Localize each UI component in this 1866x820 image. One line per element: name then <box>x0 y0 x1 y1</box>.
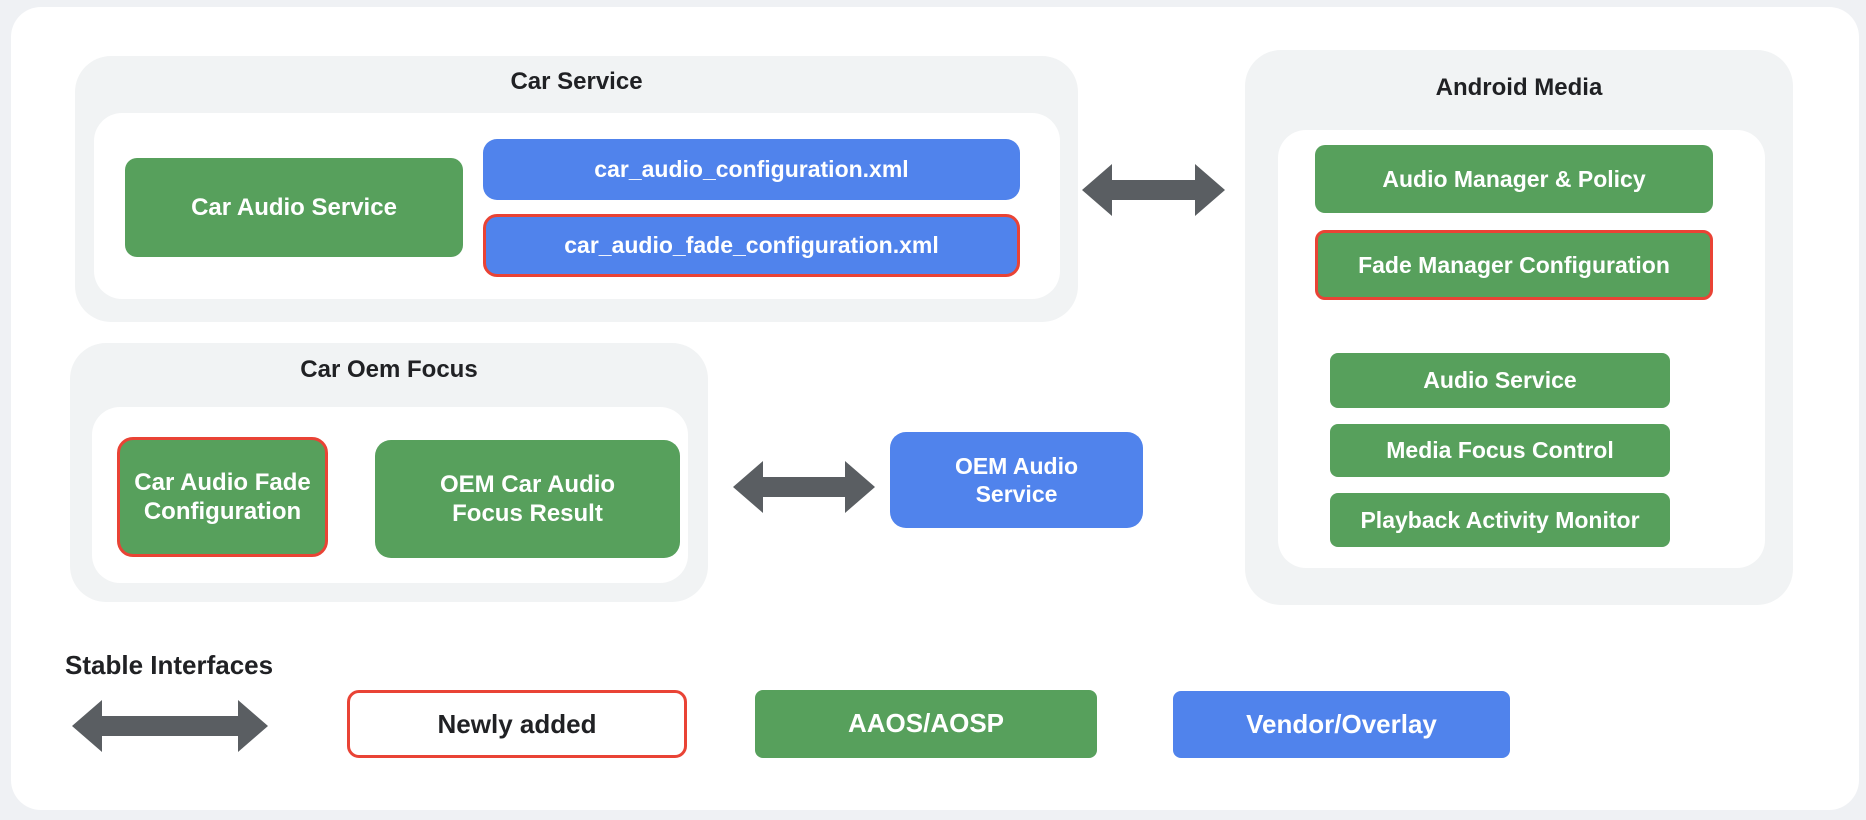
double-arrow-icon <box>1082 164 1225 216</box>
fade-manager-configuration-box: Fade Manager Configuration <box>1315 230 1713 300</box>
car-audio-fade-configuration-xml-box: car_audio_fade_configuration.xml <box>483 214 1020 277</box>
car-service-title: Car Service <box>510 68 643 95</box>
car-audio-fade-configuration-label: Car Audio Fade Configuration <box>134 468 311 525</box>
aaos-aosp-legend-box: AAOS/AOSP <box>755 690 1097 758</box>
car-audio-configuration-xml-box: car_audio_configuration.xml <box>483 139 1020 200</box>
car-oem-focus-title: Car Oem Focus <box>300 356 478 383</box>
android-media-title: Android Media <box>1435 74 1603 101</box>
car-audio-fade-configuration-box: Car Audio Fade Configuration <box>117 437 328 557</box>
oem-car-audio-focus-result-box: OEM Car Audio Focus Result <box>375 440 680 558</box>
car-audio-service-box: Car Audio Service <box>125 158 463 257</box>
playback-activity-monitor-box: Playback Activity Monitor <box>1330 493 1670 547</box>
audio-manager-policy-box: Audio Manager & Policy <box>1315 145 1713 213</box>
stable-interfaces-arrow-icon <box>72 700 268 752</box>
media-focus-control-box: Media Focus Control <box>1330 424 1670 477</box>
stable-interfaces-label: Stable Interfaces <box>65 650 274 680</box>
double-arrow-icon <box>733 461 875 513</box>
oem-car-audio-focus-result-label: OEM Car Audio Focus Result <box>439 470 616 527</box>
oem-audio-service-label: OEM Audio Service <box>954 452 1079 507</box>
newly-added-legend-box: Newly added <box>347 690 687 758</box>
audio-service-box: Audio Service <box>1330 353 1670 408</box>
oem-audio-service-box: OEM Audio Service <box>890 432 1143 528</box>
vendor-overlay-legend-box: Vendor/Overlay <box>1173 691 1510 758</box>
